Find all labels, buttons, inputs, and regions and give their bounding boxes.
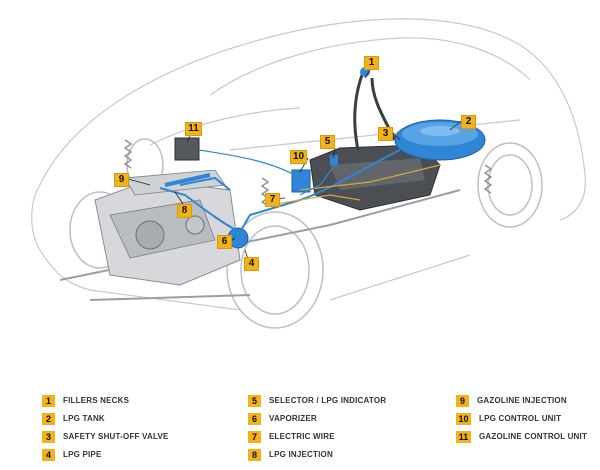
legend-label-7: ELECTRIC WIRE <box>269 432 335 441</box>
callout-badge-1: 1 <box>364 56 379 70</box>
legend-label-2: LPG TANK <box>63 414 105 423</box>
callout-badge-6: 6 <box>217 235 232 249</box>
legend-item-9: 9 GAZOLINE INJECTION <box>456 394 567 407</box>
legend-item-8: 8 LPG INJECTION <box>248 448 333 461</box>
engine <box>94 169 241 286</box>
legend-item-3: 3 SAFETY SHUT-OFF VALVE <box>42 430 169 443</box>
legend-label-1: FILLERS NECKS <box>63 396 130 405</box>
legend-number-3: 3 <box>42 430 55 443</box>
legend-number-5: 5 <box>248 394 261 407</box>
legend-label-8: LPG INJECTION <box>269 450 333 459</box>
legend-item-6: 6 VAPORIZER <box>248 412 317 425</box>
car-body-outline <box>31 18 587 311</box>
legend-label-3: SAFETY SHUT-OFF VALVE <box>63 432 169 441</box>
front-right-wheel <box>226 211 324 329</box>
legend-label-6: VAPORIZER <box>269 414 317 423</box>
legend-label-9: GAZOLINE INJECTION <box>477 396 567 405</box>
callout-badge-4: 4 <box>244 257 259 271</box>
suspension <box>123 139 493 207</box>
callout-badge-9: 9 <box>114 173 129 187</box>
electric-wires <box>198 149 441 206</box>
legend-number-8: 8 <box>248 448 261 461</box>
legend-number-11: 11 <box>456 430 471 443</box>
legend-item-5: 5 SELECTOR / LPG INDICATOR <box>248 394 386 407</box>
legend-number-10: 10 <box>456 412 471 425</box>
legend-label-4: LPG PIPE <box>63 450 102 459</box>
callout-badge-7: 7 <box>265 193 280 207</box>
legend-item-7: 7 ELECTRIC WIRE <box>248 430 335 443</box>
lpg-injection-rail <box>164 173 211 187</box>
legend-item-2: 2 LPG TANK <box>42 412 105 425</box>
legend: 1 FILLERS NECKS 2 LPG TANK 3 SAFETY SHUT… <box>0 392 600 470</box>
callout-badge-3: 3 <box>378 127 393 141</box>
car-cutaway-illustration <box>31 18 587 329</box>
callout-badge-5: 5 <box>320 135 335 149</box>
gasoline-control-unit <box>174 137 200 161</box>
callout-badge-11: 11 <box>185 122 202 136</box>
legend-number-4: 4 <box>42 448 55 461</box>
legend-label-10: LPG CONTROL UNIT <box>479 414 562 423</box>
selector-indicator <box>330 155 338 165</box>
car-lpg-diagram: 1 2 3 4 5 6 7 8 9 10 11 <box>31 18 587 329</box>
legend-number-6: 6 <box>248 412 261 425</box>
legend-number-7: 7 <box>248 430 261 443</box>
legend-item-4: 4 LPG PIPE <box>42 448 102 461</box>
legend-label-5: SELECTOR / LPG INDICATOR <box>269 396 387 405</box>
callout-badge-2: 2 <box>461 115 476 129</box>
callout-badge-10: 10 <box>290 150 307 164</box>
rear-right-wheel <box>477 142 543 228</box>
legend-number-1: 1 <box>42 394 55 407</box>
gasoline-tank <box>309 144 441 211</box>
legend-number-9: 9 <box>456 394 469 407</box>
lpg-tank <box>394 119 486 161</box>
legend-item-1: 1 FILLERS NECKS <box>42 394 129 407</box>
legend-label-11: GAZOLINE CONTROL UNIT <box>479 432 588 441</box>
callout-badge-8: 8 <box>177 204 192 218</box>
legend-number-2: 2 <box>42 412 55 425</box>
legend-item-10: 10 LPG CONTROL UNIT <box>456 412 561 425</box>
legend-item-11: 11 GAZOLINE CONTROL UNIT <box>456 430 587 443</box>
